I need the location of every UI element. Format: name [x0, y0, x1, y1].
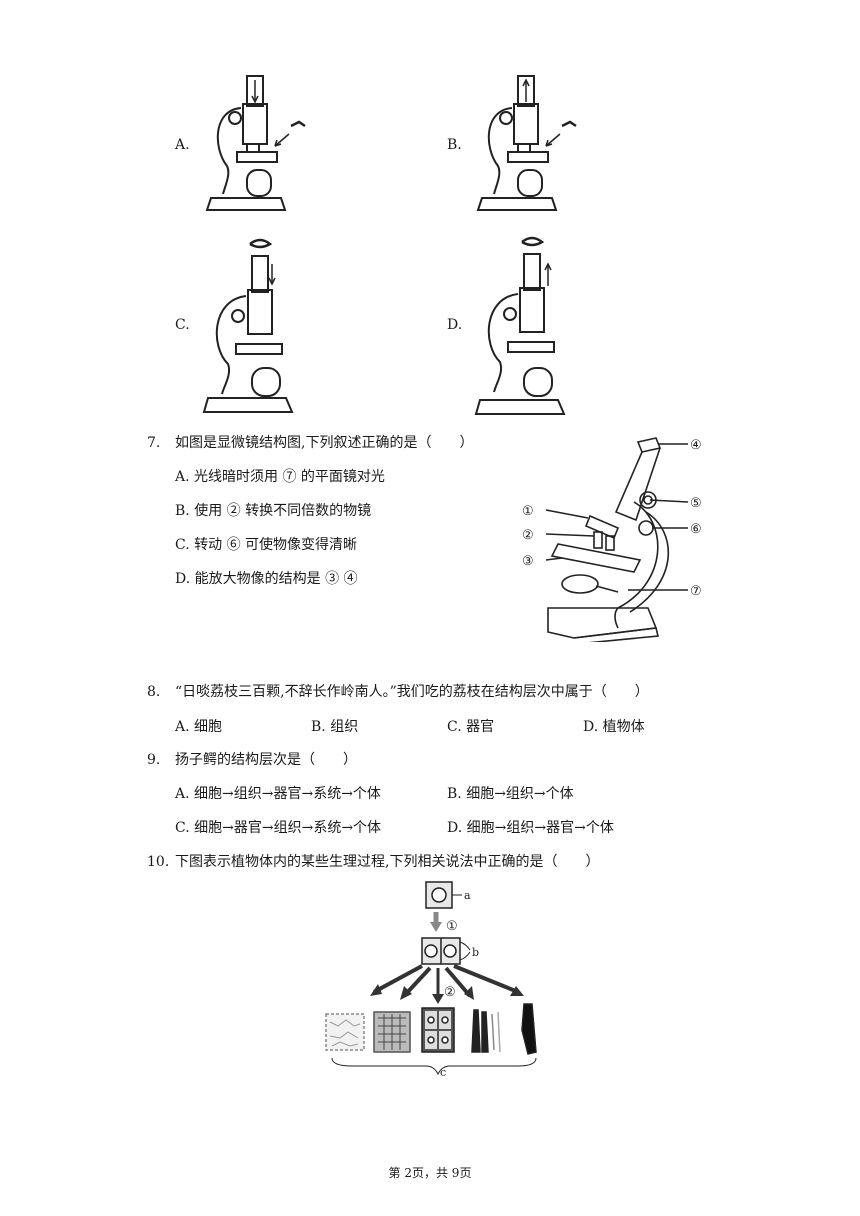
question-stem: 扬子鳄的结构层次是（ ）	[175, 752, 357, 768]
cell-division-figure: a b c ① ②	[322, 880, 538, 1076]
option-letter: C.	[175, 537, 190, 553]
label-step-2: ②	[444, 985, 456, 1000]
option-letter: A.	[175, 469, 190, 485]
label-c: c	[440, 1066, 446, 1076]
microscope-image-a	[203, 70, 308, 215]
option-letter: B.	[175, 503, 190, 519]
label-7: ⑦	[690, 584, 702, 599]
option-c: C. 细胞→器官→组织→系统→个体	[175, 819, 381, 837]
option-text: 细胞→组织→器官→个体	[466, 820, 614, 836]
option-letter: A.	[175, 719, 190, 735]
label-4: ④	[690, 438, 702, 453]
label-a: a	[464, 889, 471, 902]
option-letter: A.	[175, 786, 190, 802]
label-1: ①	[522, 504, 534, 519]
label-2: ②	[522, 528, 534, 543]
option-text: 细胞→组织→个体	[466, 786, 574, 802]
question-stem: “日啖荔枝三百颗,不辞长作岭南人。”我们吃的荔枝在结构层次中属于（ ）	[175, 684, 649, 700]
option-d: D. 能放大物像的结构是 ③ ④	[175, 570, 358, 588]
option-label: C.	[175, 317, 190, 333]
option-a: A. 光线暗时须用 ⑦ 的平面镜对光	[175, 468, 385, 486]
option-label: D.	[447, 317, 463, 333]
microscope-image-d	[472, 228, 582, 418]
option-text: 器官	[466, 719, 495, 735]
option-text: 细胞	[194, 719, 223, 735]
microscope-structure-figure: ① ② ③ ④ ⑤ ⑥ ⑦	[518, 432, 718, 642]
option-d: D. 细胞→组织→器官→个体	[447, 819, 614, 837]
question-stem: 如图是显微镜结构图,下列叙述正确的是（ ）	[175, 435, 474, 451]
option-letter: D.	[175, 571, 191, 587]
microscope-image-c	[200, 230, 310, 415]
option-text: 组织	[330, 719, 359, 735]
option-text: 光线暗时须用 ⑦ 的平面镜对光	[194, 469, 385, 485]
option-letter: D.	[447, 820, 463, 836]
option-letter: B.	[311, 719, 326, 735]
label-5: ⑤	[690, 496, 702, 511]
option-c: C. 器官	[447, 718, 494, 736]
label-b: b	[472, 946, 479, 959]
label-3: ③	[522, 554, 534, 569]
option-letter: C.	[175, 820, 190, 836]
option-label: A.	[175, 137, 190, 153]
option-letter: C.	[447, 719, 462, 735]
option-text: 植物体	[602, 719, 645, 735]
question-number: 7.	[147, 435, 161, 451]
page-footer: 第 2页，共 9页	[388, 1166, 472, 1180]
option-text: 细胞→器官→组织→系统→个体	[194, 820, 382, 836]
option-c: C. 转动 ⑥ 可使物像变得清晰	[175, 536, 357, 554]
question-number: 10.	[147, 854, 170, 870]
option-text: 使用 ② 转换不同倍数的物镜	[194, 503, 372, 519]
option-a: A. 细胞	[175, 718, 222, 736]
option-d: D. 植物体	[583, 718, 645, 736]
question-number: 8.	[147, 684, 161, 700]
option-text: 转动 ⑥ 可使物像变得清晰	[194, 537, 358, 553]
option-b: B. 组织	[311, 718, 358, 736]
label-6: ⑥	[690, 522, 702, 537]
label-step-1: ①	[446, 919, 458, 934]
option-letter: D.	[583, 719, 599, 735]
option-b: B. 细胞→组织→个体	[447, 785, 574, 803]
option-a: A. 细胞→组织→器官→系统→个体	[175, 785, 381, 803]
option-letter: B.	[447, 786, 462, 802]
option-text: 能放大物像的结构是 ③ ④	[194, 571, 358, 587]
option-text: 细胞→组织→器官→系统→个体	[194, 786, 381, 802]
option-label: B.	[447, 137, 462, 153]
question-stem: 下图表示植物体内的某些生理过程,下列相关说法中正确的是（ ）	[175, 854, 600, 870]
microscope-image-b	[474, 70, 579, 215]
question-number: 9.	[147, 752, 161, 768]
option-b: B. 使用 ② 转换不同倍数的物镜	[175, 502, 371, 520]
